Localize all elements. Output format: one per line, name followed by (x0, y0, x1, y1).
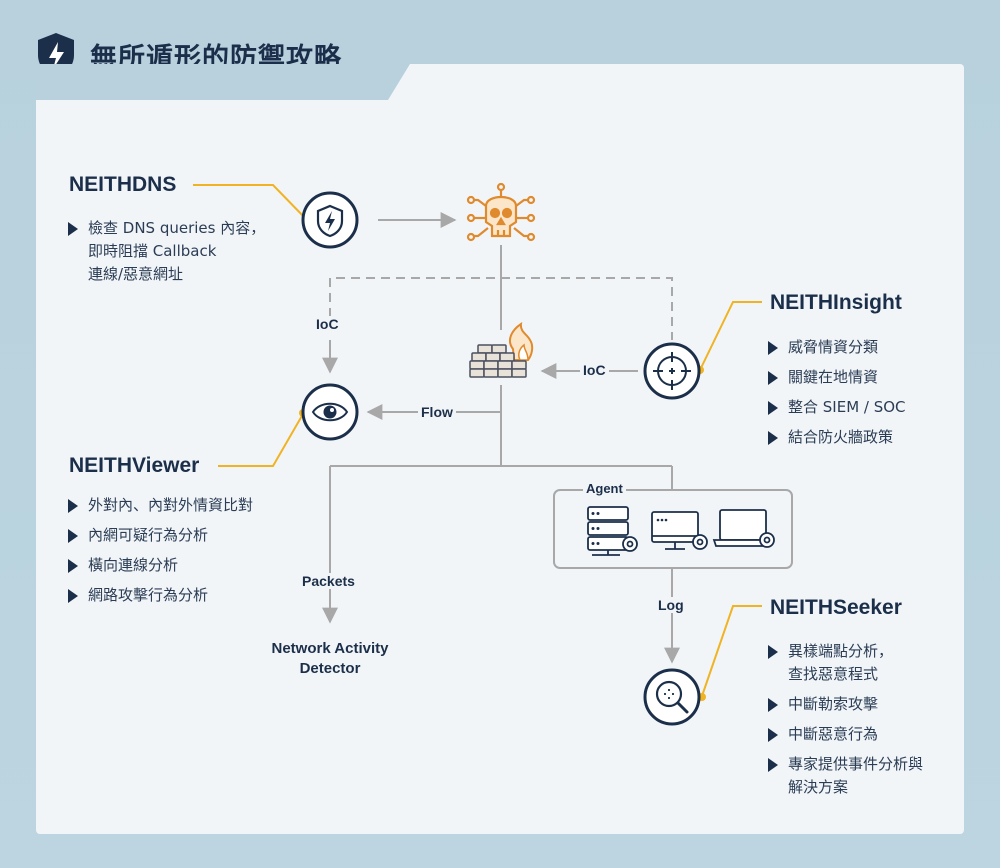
ioc-label-left: IoC (313, 316, 342, 332)
seeker-magnifier-icon (643, 668, 701, 726)
bullet-item: 關鍵在地情資 (766, 366, 906, 389)
bullet-item: 網路攻擊行為分析 (66, 584, 253, 607)
insight-crosshair-icon (643, 342, 701, 400)
firewall-icon (469, 321, 534, 378)
leader-dns (193, 184, 308, 221)
leader-insight (699, 301, 762, 371)
bullet-item: 結合防火牆政策 (766, 426, 906, 449)
skull-threat-icon (466, 182, 536, 242)
connectors (322, 212, 680, 664)
product-name-neithdns: NEITHDNS (69, 173, 177, 196)
bullet-item: 整合 SIEM / SOC (766, 396, 906, 419)
bullet-item: 中斷勒索攻擊 (766, 693, 923, 716)
server-gear-icon (587, 506, 638, 556)
neithviewer-bullets: 外對內、內對外情資比對 內網可疑行為分析 橫向連線分析 網路攻擊行為分析 (66, 494, 253, 614)
neithdns-bullets: 檢查 DNS queries 內容， 即時阻擋 Callback 連線/惡意網址 (66, 217, 265, 293)
bullet-item: 威脅情資分類 (766, 336, 906, 359)
ioc-dashed-loop (329, 277, 673, 340)
bullet-item: 專家提供事件分析與 解決方案 (766, 753, 923, 799)
ioc-label-right: IoC (580, 362, 609, 378)
product-name-neithviewer: NEITHViewer (69, 454, 200, 477)
network-activity-detector-label: Network Activity Detector (271, 640, 389, 677)
bullet-item: 橫向連線分析 (66, 554, 253, 577)
viewer-eye-icon (301, 383, 359, 441)
neithinsight-bullets: 威脅情資分類 關鍵在地情資 整合 SIEM / SOC 結合防火牆政策 (766, 336, 906, 456)
bullet-item: 中斷惡意行為 (766, 723, 923, 746)
laptop-gear-icon (712, 509, 775, 548)
bullet-item: 外對內、內對外情資比對 (66, 494, 253, 517)
bullet-item: 異樣端點分析， 查找惡意程式 (766, 640, 923, 686)
desktop-gear-icon (651, 511, 708, 550)
packets-label: Packets (299, 573, 358, 589)
log-label: Log (655, 597, 687, 613)
bullet-item: 內網可疑行為分析 (66, 524, 253, 547)
product-name-neithseeker: NEITHSeeker (770, 596, 902, 619)
dns-lightning-shield-icon (301, 191, 359, 249)
agent-label: Agent (583, 481, 626, 496)
agent-box (553, 489, 793, 569)
leader-viewer (218, 413, 304, 467)
neithseeker-bullets: 異樣端點分析， 查找惡意程式 中斷勒索攻擊 中斷惡意行為 專家提供事件分析與 解… (766, 640, 923, 806)
leader-lines (193, 184, 762, 701)
flow-label: Flow (418, 404, 456, 420)
leader-seeker (701, 605, 762, 697)
product-name-neithinsight: NEITHInsight (770, 291, 902, 314)
bullet-item: 檢查 DNS queries 內容， 即時阻擋 Callback 連線/惡意網址 (66, 217, 265, 286)
